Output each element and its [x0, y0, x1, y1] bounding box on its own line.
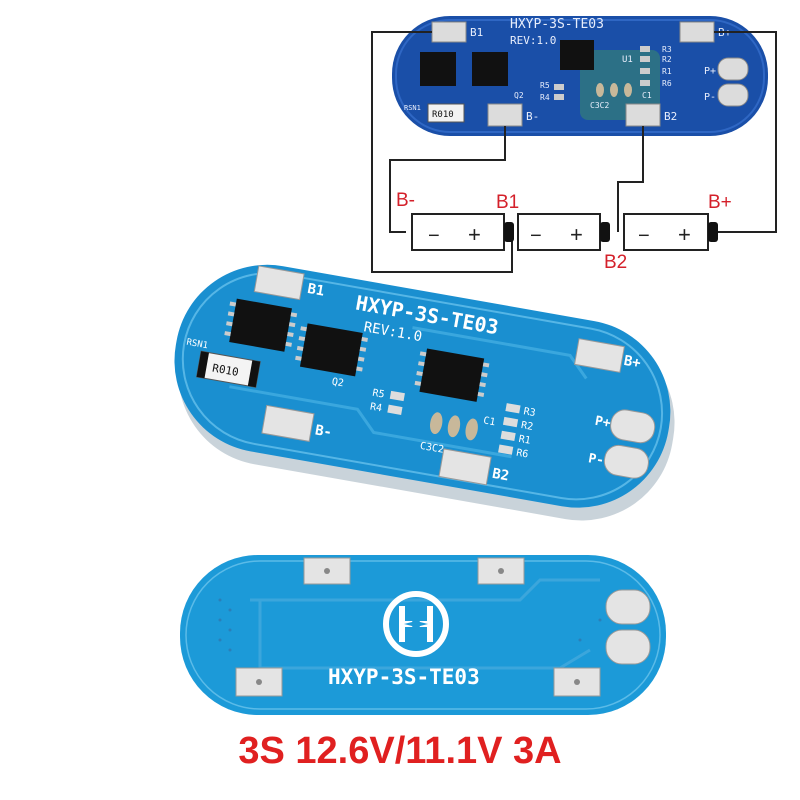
top-pad-b2 [625, 103, 661, 127]
main-label-r5: R5 [372, 388, 386, 401]
main-board: HXYP-3S-TE03 REV:1.0 B1 B- B2 B+ P+ P- R… [174, 264, 675, 521]
main-chip-3 [414, 348, 490, 402]
main-pad-b-minus [261, 404, 315, 442]
top-label-u1: U1 [622, 55, 633, 65]
top-label-caps: C3C2 [590, 101, 609, 110]
main-chip-2 [295, 323, 368, 377]
back-pad-6 [605, 629, 651, 665]
top-label-rsn: RSN1 [404, 104, 421, 112]
top-label-r2: R2 [662, 55, 672, 64]
top-chip-2 [472, 52, 508, 86]
cell-2-terminal [600, 222, 610, 242]
top-pad-p-plus [717, 57, 749, 81]
main-label-r6: R6 [515, 448, 529, 461]
main-label-r4: R4 [369, 402, 383, 415]
wire-b-minus [389, 126, 506, 233]
main-label-resistor: R010 [211, 362, 239, 379]
top-label-r3: R3 [662, 45, 672, 54]
back-board-title: HXYP-3S-TE03 [328, 665, 480, 689]
cell-1-terminal [504, 222, 514, 242]
wire-b2 [617, 126, 644, 232]
main-label-p-minus: P- [587, 451, 605, 468]
back-board: HXYP-3S-TE03 [180, 555, 666, 715]
main-label-b1: B1 [306, 281, 325, 300]
top-label-r4: R4 [540, 93, 550, 102]
top-label-c1: C1 [642, 91, 652, 100]
top-chip-3 [560, 40, 594, 70]
main-label-caps: C3C2 [419, 441, 445, 456]
main-pad-b-plus [573, 338, 625, 373]
main-label-r1: R1 [518, 434, 532, 447]
wiring-label-b2: B2 [604, 252, 627, 273]
main-label-r2: R2 [520, 420, 534, 433]
wire-b1 [371, 31, 513, 273]
top-pad-b-minus [487, 103, 523, 127]
top-label-q2: Q2 [514, 91, 524, 100]
cell-3-terminal [708, 222, 718, 242]
main-label-c1: C1 [482, 415, 496, 428]
main-label-p-plus: P+ [594, 414, 612, 432]
cell-1-minus: − [428, 225, 440, 247]
cell-1 [411, 213, 505, 251]
main-label-b-minus: B- [314, 422, 333, 441]
cell-3-minus: − [638, 225, 650, 247]
cell-3 [623, 213, 709, 251]
top-chip-1 [420, 52, 456, 86]
top-resistor [427, 103, 465, 123]
top-pad-p-minus [717, 83, 749, 107]
top-label-resistor: R010 [432, 110, 454, 120]
top-label-b-minus: B- [526, 110, 539, 123]
battery-cells: − + − + − + [411, 213, 718, 251]
wiring-diagram [371, 31, 777, 273]
top-label-r1: R1 [662, 67, 672, 76]
top-label-r5: R5 [540, 81, 550, 90]
cell-2-minus: − [530, 225, 542, 247]
caption: 3S 12.6V/11.1V 3A [238, 730, 562, 772]
main-pad-b2 [438, 448, 492, 486]
top-pad-b1 [431, 21, 467, 43]
top-pad-b-plus [679, 21, 715, 43]
top-label-r6: R6 [662, 79, 672, 88]
wiring-label-b-minus: B- [396, 190, 415, 211]
wiring-label-b1: B1 [496, 192, 519, 213]
logo-icon [383, 591, 449, 657]
wiring-labels: B- B1 B2 B+ [396, 190, 732, 273]
top-label-p-minus: P- [704, 92, 716, 103]
top-board-revision: REV:1.0 [510, 34, 556, 47]
top-board-title: HXYP-3S-TE03 [510, 17, 604, 32]
main-label-b-plus: B+ [623, 353, 642, 372]
wire-b-plus [714, 31, 777, 233]
top-label-p-plus: P+ [704, 66, 716, 77]
main-label-rsn: RSN1 [186, 338, 209, 352]
main-label-r3: R3 [523, 406, 537, 419]
top-board: HXYP-3S-TE03 REV:1.0 B1 B- B2 B+ P+ P- R… [392, 16, 768, 136]
back-pad-5 [605, 589, 651, 625]
top-label-b1: B1 [470, 26, 483, 39]
main-label-q2: Q2 [331, 376, 345, 389]
back-board-pcb [180, 555, 666, 715]
cell-2 [517, 213, 601, 251]
cell-1-plus: + [468, 222, 481, 247]
wiring-label-b-plus: B+ [708, 192, 732, 213]
cell-3-plus: + [678, 222, 691, 247]
cell-2-plus: + [570, 222, 583, 247]
main-pad-p-minus [603, 444, 649, 479]
main-label-b2: B2 [491, 466, 510, 485]
main-chip-1 [224, 298, 298, 352]
main-pad-p-plus [610, 409, 656, 444]
top-label-b2: B2 [664, 110, 677, 123]
main-pad-b1 [253, 265, 305, 301]
